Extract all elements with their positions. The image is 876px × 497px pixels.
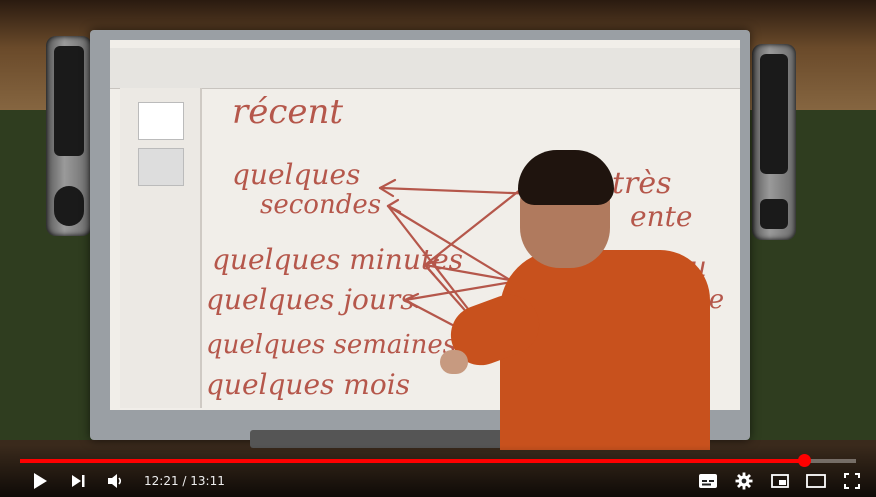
time-display: 12:21 / 13:11 xyxy=(144,474,225,488)
progress-played xyxy=(20,459,805,463)
board-fragment: très xyxy=(612,166,672,201)
left-speaker xyxy=(46,36,92,236)
right-controls xyxy=(698,469,862,493)
board-line: quelques semaines xyxy=(206,330,457,360)
board-fragment: ente xyxy=(630,200,693,233)
duration: 13:11 xyxy=(190,474,225,488)
board-toolbar xyxy=(110,48,740,89)
board-line: quelques mois xyxy=(206,368,411,401)
board-line: secondes xyxy=(260,190,382,220)
theater-icon xyxy=(806,474,826,488)
progress-scrubber[interactable] xyxy=(798,454,812,467)
next-icon xyxy=(72,475,85,487)
subtitles-icon xyxy=(699,474,717,488)
smartboard-screen xyxy=(110,40,740,410)
teacher-hair xyxy=(518,150,614,205)
teacher xyxy=(500,250,710,450)
teacher-hand xyxy=(440,350,468,374)
time-separator: / xyxy=(178,474,191,488)
current-time: 12:21 xyxy=(144,474,179,488)
theater-button[interactable] xyxy=(806,471,826,491)
play-icon xyxy=(34,473,47,489)
right-speaker xyxy=(752,44,796,240)
left-controls: 12:21 / 13:11 xyxy=(30,469,225,493)
settings-icon xyxy=(735,472,753,490)
player-controls: 12:21 / 13:11 xyxy=(0,445,876,497)
settings-button[interactable] xyxy=(734,471,754,491)
play-button[interactable] xyxy=(30,471,50,491)
progress-bar[interactable] xyxy=(20,454,856,467)
volume-icon xyxy=(108,474,122,488)
volume-button[interactable] xyxy=(106,471,126,491)
miniplayer-button[interactable] xyxy=(770,471,790,491)
board-heading: récent xyxy=(232,92,344,132)
fullscreen-icon xyxy=(844,473,860,489)
subtitles-button[interactable] xyxy=(698,471,718,491)
board-line: quelques jours xyxy=(206,283,415,316)
slide-thumbnail xyxy=(138,102,184,140)
next-button[interactable] xyxy=(68,471,88,491)
slide-thumbnail xyxy=(138,148,184,186)
board-slide-panel xyxy=(120,88,202,408)
fullscreen-button[interactable] xyxy=(842,471,862,491)
miniplayer-icon xyxy=(771,474,789,488)
board-line: quelques xyxy=(232,158,361,191)
